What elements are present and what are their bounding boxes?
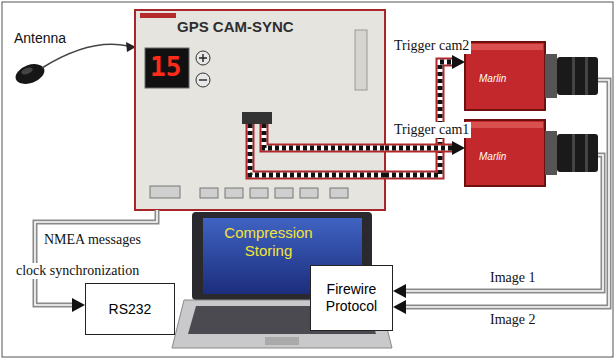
cable-stub <box>250 124 385 175</box>
frame <box>2 2 613 357</box>
sync-device <box>135 10 385 210</box>
interface-box: Firewire Protocol <box>310 265 393 331</box>
laptop-illustration <box>172 212 392 348</box>
edge-label: Trigger cam2 <box>392 38 471 54</box>
node-text: GPS CAM-SYNC <box>177 18 294 36</box>
connector-line <box>403 80 609 307</box>
trigger-cable <box>385 55 465 175</box>
interface-box: RS232 <box>85 283 175 335</box>
data-line <box>393 80 609 314</box>
node-text: Marlin <box>479 73 506 85</box>
node-text: Compression Storing <box>211 224 326 260</box>
antenna-icon <box>13 60 47 87</box>
connector-line <box>385 144 455 153</box>
connector-line <box>385 62 455 175</box>
arrow-head <box>452 141 465 155</box>
connector-line <box>403 80 609 307</box>
connector-line <box>385 146 455 151</box>
data-line <box>393 155 603 298</box>
trigger-cable <box>385 141 465 155</box>
node-text: Marlin <box>479 151 506 163</box>
edge-label: NMEA messages <box>42 232 143 248</box>
connector-line <box>403 155 603 291</box>
function-label: clock synchronization <box>14 263 141 279</box>
node-text: RS232 <box>105 299 156 320</box>
display-digits: 15 <box>150 52 181 82</box>
arrow-head <box>393 300 406 314</box>
edge-label: Image 1 <box>488 270 537 286</box>
camera: Marlin <box>465 42 598 110</box>
part-name: Antenna <box>14 30 66 46</box>
node-text: Firewire Protocol <box>311 279 392 317</box>
camera: Marlin <box>465 120 598 186</box>
camera-illustration <box>465 42 598 110</box>
connector-line <box>385 62 455 175</box>
edge-label: Image 2 <box>488 312 537 328</box>
connector-line <box>403 155 603 291</box>
sync-device: GPS CAM-SYNC <box>135 10 385 210</box>
arrow-head <box>452 55 465 69</box>
connector-line <box>385 62 455 175</box>
arrow-head <box>393 284 406 298</box>
edge-label: Trigger cam1 <box>392 122 471 138</box>
arrow-head <box>72 298 85 312</box>
connector-line <box>385 146 455 151</box>
camera-illustration <box>465 120 598 186</box>
